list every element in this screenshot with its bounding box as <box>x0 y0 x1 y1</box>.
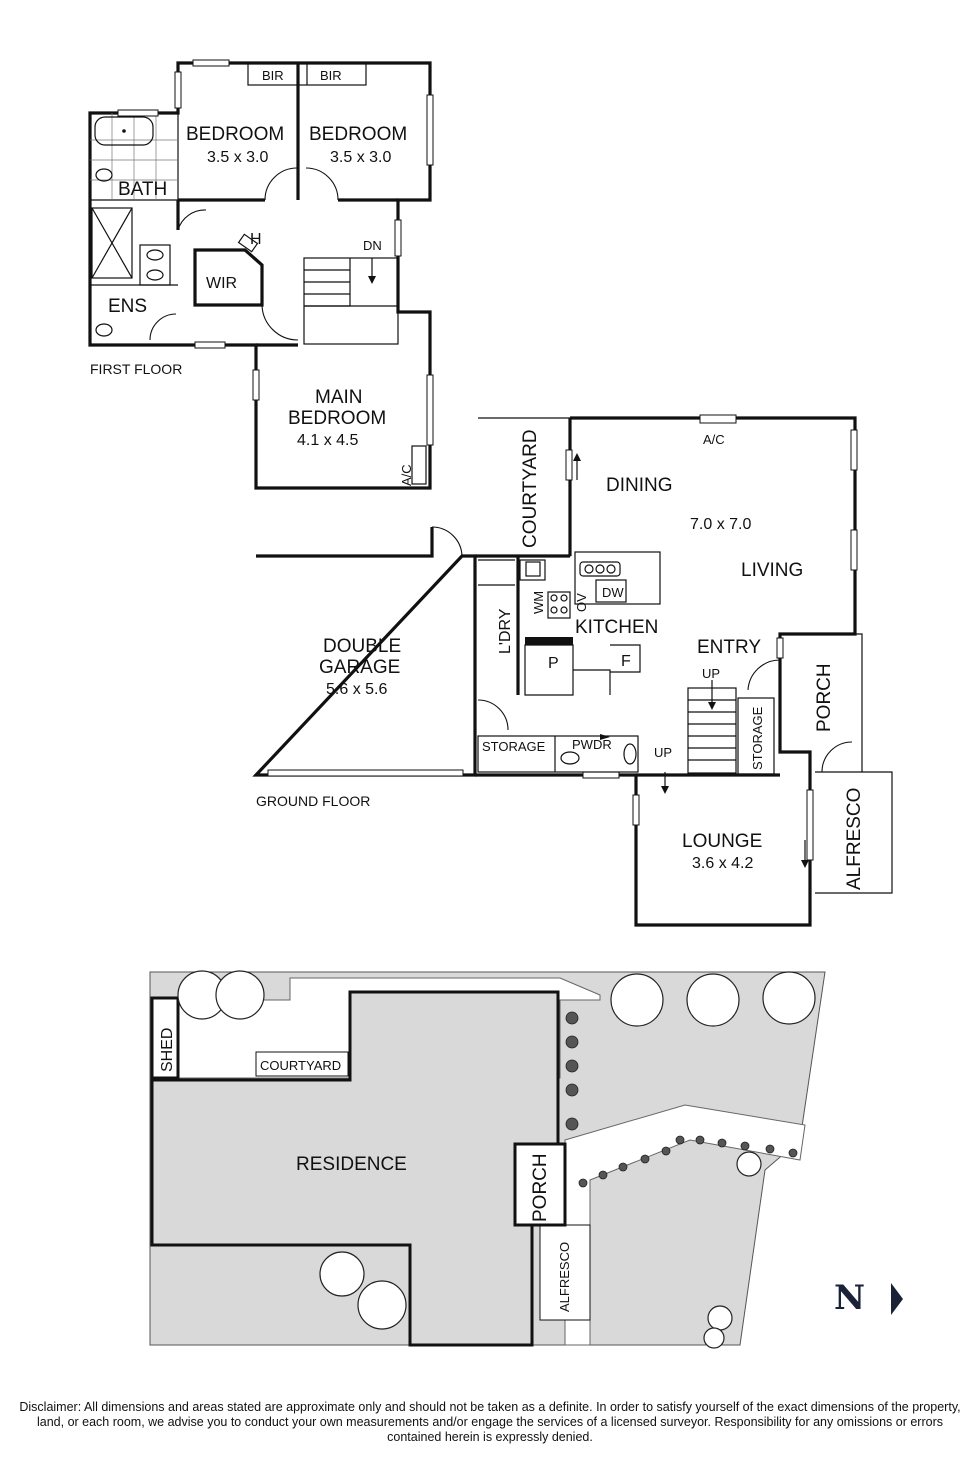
main-bedroom-size: 4.1 x 4.5 <box>297 432 358 449</box>
ground-floor-labels: COURTYARD A/C DINING 7.0 x 7.0 LIVING DO… <box>256 429 865 890</box>
ac-label: A/C <box>399 464 414 486</box>
dining-label: DINING <box>606 475 673 496</box>
bedroom-label: BEDROOM <box>309 124 407 145</box>
courtyard-label: COURTYARD <box>260 1058 341 1073</box>
first-floor-label: FIRST FLOOR <box>90 361 182 377</box>
first-floor-plan <box>88 59 434 490</box>
main-bedroom-label: MAIN <box>315 387 363 408</box>
wm-label: WM <box>531 591 546 614</box>
bir-label: BIR <box>262 68 284 83</box>
h-label: H <box>250 231 262 248</box>
living-size: 7.0 x 7.0 <box>690 516 751 533</box>
north-label: N <box>834 1278 866 1318</box>
disclaimer-text: Disclaimer: All dimensions and areas sta… <box>19 1400 961 1444</box>
bath-label: BATH <box>118 179 167 200</box>
dw-label: DW <box>602 585 624 600</box>
ground-floor-label: GROUND FLOOR <box>256 793 370 809</box>
first-floor-labels: BIR BIR BEDROOM 3.5 x 3.0 BEDROOM 3.5 x … <box>90 68 414 486</box>
wir-label: WIR <box>206 275 237 292</box>
double-garage-label: GARAGE <box>319 657 400 678</box>
powder-room-label: PWDR <box>572 737 612 752</box>
storage-label: STORAGE <box>482 739 546 754</box>
pantry-label: P <box>548 655 559 672</box>
bedroom-label: BEDROOM <box>186 124 284 145</box>
fridge-label: F <box>621 653 631 670</box>
site-plan <box>149 970 826 1349</box>
residence-label: RESIDENCE <box>296 1154 407 1175</box>
laundry-label: L'DRY <box>497 608 514 654</box>
site-plan-labels: SHED COURTYARD RESIDENCE PORCH ALFRESCO <box>159 1028 572 1312</box>
kitchen-label: KITCHEN <box>575 617 658 638</box>
bir-label: BIR <box>320 68 342 83</box>
north-arrow-icon <box>891 1283 903 1315</box>
shed-label: SHED <box>159 1028 176 1072</box>
double-garage-label: DOUBLE <box>323 636 401 657</box>
storage-label: STORAGE <box>750 706 765 770</box>
double-garage-size: 5.6 x 5.6 <box>326 681 387 698</box>
main-bedroom-label: BEDROOM <box>288 408 386 429</box>
porch-label: PORCH <box>814 663 835 732</box>
alfresco-label: ALFRESCO <box>557 1242 572 1312</box>
ac-label: A/C <box>703 432 725 447</box>
lounge-label: LOUNGE <box>682 831 762 852</box>
ground-floor-plan <box>252 414 893 927</box>
dn-label: DN <box>363 238 382 253</box>
courtyard-label: COURTYARD <box>520 429 541 548</box>
ov-label: OV <box>574 593 589 612</box>
up-label: UP <box>654 745 672 760</box>
up-label: UP <box>702 666 720 681</box>
bedroom-size: 3.5 x 3.0 <box>330 149 391 166</box>
entry-label: ENTRY <box>697 637 761 658</box>
floor-plan-drawing: BIR BIR BEDROOM 3.5 x 3.0 BEDROOM 3.5 x … <box>88 59 903 1349</box>
lounge-size: 3.6 x 4.2 <box>692 855 753 872</box>
ens-label: ENS <box>108 296 147 317</box>
alfresco-label: ALFRESCO <box>844 788 865 890</box>
living-label: LIVING <box>741 560 803 581</box>
porch-label: PORCH <box>530 1153 551 1222</box>
bedroom-size: 3.5 x 3.0 <box>207 149 268 166</box>
